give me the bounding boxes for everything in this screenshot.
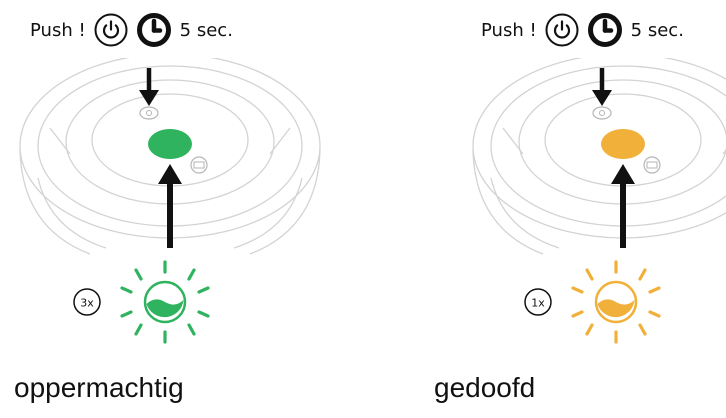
arrow-up bbox=[158, 164, 182, 248]
push-label: Push ! bbox=[30, 19, 86, 41]
duration-label: 5 sec. bbox=[630, 19, 684, 41]
sun-rays-icon bbox=[120, 260, 210, 344]
state-caption: gedoofd bbox=[434, 372, 536, 403]
device-power-button bbox=[592, 106, 612, 120]
sun-rays-icon bbox=[571, 260, 661, 344]
device-status-icon bbox=[643, 156, 661, 174]
device-status-icon bbox=[190, 156, 208, 174]
water-level-icon bbox=[143, 280, 187, 324]
water-level-icon bbox=[594, 280, 638, 324]
device-illustration bbox=[463, 53, 726, 258]
state-caption: oppermachtig bbox=[14, 372, 184, 403]
blink-count-label: 1x bbox=[531, 297, 545, 310]
arrow-up bbox=[611, 164, 635, 248]
blink-indicator: 1x bbox=[521, 258, 681, 348]
arrow-down bbox=[139, 68, 159, 106]
panel-right: Push ! 5 sec. bbox=[363, 0, 726, 418]
clock-icon bbox=[587, 12, 623, 48]
device-power-button bbox=[139, 106, 159, 120]
power-icon bbox=[545, 13, 579, 47]
indicator-light bbox=[601, 129, 645, 159]
blink-indicator: 3x bbox=[70, 258, 230, 348]
panel-left: Push ! 5 sec. bbox=[10, 12, 340, 403]
clock-icon bbox=[136, 12, 172, 48]
blink-count-badge bbox=[524, 288, 552, 316]
power-icon bbox=[94, 13, 128, 47]
device-illustration bbox=[10, 53, 340, 258]
duration-label: 5 sec. bbox=[179, 19, 233, 41]
blink-count-badge bbox=[73, 288, 101, 316]
push-label: Push ! bbox=[481, 19, 537, 41]
push-instruction: Push ! 5 sec. bbox=[30, 12, 233, 48]
indicator-light bbox=[148, 129, 192, 159]
arrow-down bbox=[592, 68, 612, 106]
push-instruction: Push ! 5 sec. bbox=[481, 12, 684, 48]
blink-count-label: 3x bbox=[80, 297, 94, 310]
